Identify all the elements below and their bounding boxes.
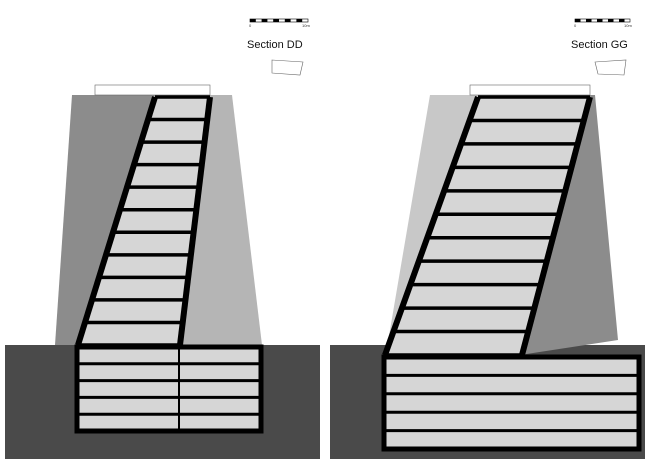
basement-dd	[74, 344, 264, 434]
section-dd: 0 10m Section DD	[5, 18, 320, 459]
facade-right-gg	[520, 95, 618, 355]
facade-left-dd	[55, 95, 155, 345]
dd-wall-left	[75, 96, 158, 346]
dd-fill	[78, 97, 210, 345]
roof-rail-dd	[94, 84, 211, 96]
basement-floors-gg	[384, 373, 639, 433]
scale-segment	[273, 19, 279, 22]
scale-end-gg: 10m	[624, 23, 632, 28]
scale-segment	[608, 19, 614, 22]
gg-wall-left	[382, 95, 481, 357]
facade-right-dd	[180, 95, 262, 345]
scale-segment	[597, 19, 603, 22]
scale-segment	[575, 19, 581, 22]
scale-bar-dd: 0 10m	[249, 18, 310, 28]
scale-segment	[296, 19, 303, 22]
section-title-gg: Section GG	[571, 39, 628, 51]
basement-floors-dd	[77, 347, 261, 431]
roof-rail-gg	[469, 84, 591, 96]
dd-wall-right	[177, 96, 213, 346]
scale-segment	[250, 19, 256, 22]
inclined-core-dd	[75, 95, 213, 347]
scale-start-gg: 0	[574, 23, 577, 28]
scale-bar-gg: 0 10m	[574, 18, 632, 28]
scale-segment	[261, 19, 268, 22]
scale-segment	[284, 19, 291, 22]
scale-segment	[619, 19, 625, 22]
scale-start-dd: 0	[249, 23, 252, 28]
basement-gg	[381, 354, 642, 452]
key-plan-dd	[271, 59, 304, 76]
scale-segment	[586, 19, 592, 22]
gg-wall-right	[519, 96, 593, 356]
scale-end-dd: 10m	[302, 23, 310, 28]
section-title-dd: Section DD	[247, 39, 303, 51]
key-plan-gg	[594, 59, 627, 76]
section-gg: 0 10m Section GG	[330, 18, 645, 459]
